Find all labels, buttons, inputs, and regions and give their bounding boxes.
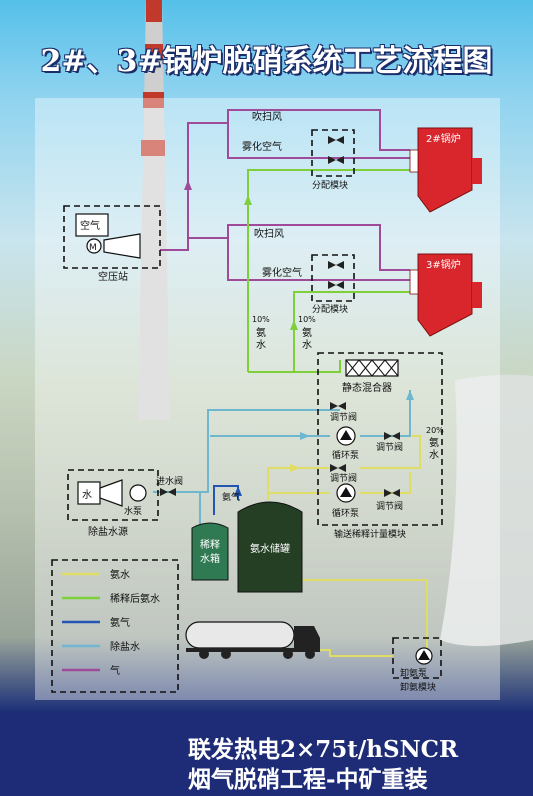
desalt-source-label: 除盐水源 xyxy=(88,525,128,538)
static-mixer-label: 静态混合器 xyxy=(342,381,392,394)
dilution-module-label: 输送稀释计量模块 xyxy=(334,528,406,540)
footer-line-2: 烟气脱硝工程-中矿重装 xyxy=(188,766,428,793)
water-label: 水 xyxy=(82,489,92,501)
air-compressor xyxy=(75,213,141,259)
ammonia-water-vlabel-b-2: 水 xyxy=(302,339,312,351)
legend-label-0: 氨水 xyxy=(110,568,130,581)
legend-label-2: 氨气 xyxy=(110,616,130,629)
legend-label-3: 除盐水 xyxy=(110,640,140,653)
ammonia-water-vlabel-b-1: 氨 xyxy=(302,326,312,339)
storage-tank-label: 氨水储罐 xyxy=(250,542,290,555)
ammonia-water-vlabel-c-2: 水 xyxy=(429,449,439,461)
unload-pump-label: 卸氨泵 xyxy=(400,667,427,679)
gas-lines xyxy=(160,109,410,281)
ammonia-water-vlabel-a-2: 水 xyxy=(256,339,266,351)
footer-line-1: 联发热电2×75t/hSNCR xyxy=(188,736,459,763)
dilution-tank-vlabel-1: 稀释 xyxy=(200,538,220,551)
circ-pump-label-2: 循环泵 xyxy=(332,507,359,519)
purge-air-label-2: 吹扫风 xyxy=(254,227,284,240)
control-valve-label-4: 调节阀 xyxy=(376,501,403,512)
diluted-ammonia-lines xyxy=(244,169,410,373)
inlet-valve-label: 进水阀 xyxy=(156,475,183,487)
desalt-source-box xyxy=(67,469,159,521)
static-mixer xyxy=(345,359,399,377)
distribution-module-1-box xyxy=(311,129,355,177)
air-compressor-box xyxy=(63,205,161,269)
circulation-pump-2 xyxy=(336,483,356,503)
footer-bar: 联发热电2×75t/hSNCR 烟气脱硝工程-中矿重装 xyxy=(0,712,533,796)
chimney xyxy=(138,0,170,420)
boiler-2 xyxy=(409,127,482,213)
legend-label-1: 稀释后氨水 xyxy=(110,592,160,605)
tanker-truck xyxy=(185,621,393,659)
ammonia-storage-tank xyxy=(237,501,303,593)
dilution-tank-vlabel-2: 水箱 xyxy=(200,552,220,565)
control-valves xyxy=(330,402,400,497)
desalt-equipment xyxy=(77,479,176,507)
dilution-water-tank xyxy=(191,522,229,581)
unload-pump-symbol xyxy=(415,647,433,665)
legend-label-4: 气 xyxy=(110,664,120,677)
air-compressor-label: 空压站 xyxy=(98,270,128,283)
water-pump-label: 水泵 xyxy=(124,505,142,517)
pct10-label-a: 10% xyxy=(252,315,270,324)
control-valve-label-1: 调节阀 xyxy=(330,412,357,423)
pct10-label-b: 10% xyxy=(298,315,316,324)
unload-module-box xyxy=(392,637,442,679)
cooling-tower xyxy=(440,374,533,646)
ammonia-water-vlabel-a-1: 氨 xyxy=(256,326,266,339)
distribution-module-2-box xyxy=(311,254,355,302)
purge-air-label-1: 吹扫风 xyxy=(252,110,282,123)
boiler-2-label: 2#锅炉 xyxy=(426,133,461,145)
distribution-module-label-2: 分配模块 xyxy=(312,303,348,315)
air-label: 空气 xyxy=(80,219,100,232)
ammonia-water-vlabel-c-1: 氨 xyxy=(429,436,439,449)
control-valve-label-3: 调节阀 xyxy=(330,473,357,484)
circ-pump-label-1: 循环泵 xyxy=(332,449,359,461)
legend-box xyxy=(51,559,179,693)
pct20-label: 20% xyxy=(426,426,444,435)
boiler-3-label: 3#锅炉 xyxy=(426,259,461,271)
ammonia-gas-label: 氨气 xyxy=(222,491,240,503)
page-title: 2#、3#锅炉脱硝系统工艺流程图 xyxy=(40,44,493,79)
control-valve-label-2: 调节阀 xyxy=(376,442,403,453)
distribution-module-label-1: 分配模块 xyxy=(312,179,348,191)
distribution-valves xyxy=(328,136,344,289)
atomizing-air-label-2: 雾化空气 xyxy=(262,266,302,279)
circulation-pump-1 xyxy=(336,426,356,446)
boiler-3 xyxy=(409,253,482,337)
atomizing-air-label-1: 雾化空气 xyxy=(242,140,282,153)
dilution-module-box xyxy=(317,352,443,526)
unload-module-label: 卸氨模块 xyxy=(400,681,436,693)
motor-label: M xyxy=(89,243,97,253)
